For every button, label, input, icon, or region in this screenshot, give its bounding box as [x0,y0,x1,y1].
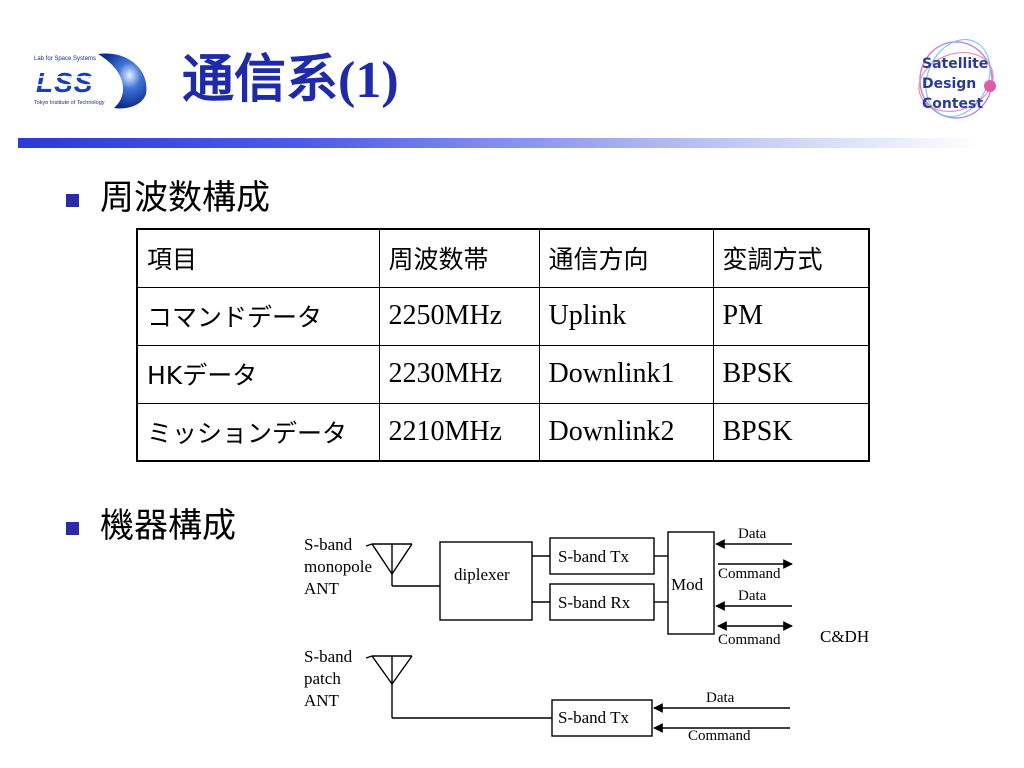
table-cell: Downlink1 [538,344,714,404]
logo-mark-text: LSS [36,67,93,98]
signal-label-command-1: Command [718,566,781,582]
table-cell: HKデータ [136,344,380,404]
bullet-square-icon [66,522,79,535]
page-title: 通信系(1) [182,48,399,113]
section-heading-frequency: 周波数構成 [100,178,270,218]
antenna-2-label-line-2: patch [304,669,341,688]
table-cell: Uplink [538,286,714,346]
table-cell: BPSK [712,344,870,404]
signal-label-command-3: Command [688,728,751,744]
s-band-rx-label: S-band Rx [558,593,631,612]
signal-label-data-1: Data [738,526,767,542]
diplexer-block [439,541,533,621]
s-band-tx-2-block [551,699,653,737]
antenna-1-label-line-2: monopole [304,557,372,576]
table-cell: PM [712,286,870,346]
table-header-row: 項目 周波数帯 通信方向 変調方式 [136,228,870,288]
logo-bottom-text: Tokyo Institute of Technology [34,100,105,106]
table-cell: 2250MHz [378,286,540,346]
table-cell: Downlink2 [538,402,714,462]
table-cell: 2230MHz [378,344,540,404]
antenna-1-label-line-1: S-band [304,535,353,554]
section-heading-equipment: 機器構成 [100,506,236,546]
table-row: HKデータ 2230MHz Downlink1 BPSK [136,344,870,404]
table-row: コマンドデータ 2250MHz Uplink PM [136,286,870,346]
table-header-cell: 項目 [136,228,380,288]
title-divider [18,138,978,148]
lss-logo: Lab for Space Systems LSS Tokyo Institut… [34,53,147,109]
page-title-main: 通信系 [182,50,339,110]
antenna-1-icon [371,543,413,586]
antenna-2-label-line-3: ANT [304,691,340,710]
antenna-2-icon [371,655,413,718]
contest-logo-line-3: Contest [922,96,983,112]
signal-label-data-3: Data [706,690,735,706]
planet-dot-icon [984,80,996,92]
mod-label: Mod [671,575,704,594]
mod-block [667,531,715,635]
signal-label-data-2: Data [738,588,767,604]
s-band-tx-1-label: S-band Tx [558,547,629,566]
table-header-cell: 変調方式 [712,228,870,288]
table-cell: コマンドデータ [136,286,380,346]
page-title-number: (1) [338,52,399,109]
table-cell: ミッションデータ [136,402,380,462]
table-header-cell: 周波数帯 [378,228,540,288]
contest-logo-line-1: Satellite [922,56,988,72]
satellite-design-contest-logo: Satellite Design Contest [918,38,996,119]
s-band-tx-2-label: S-band Tx [558,708,629,727]
frequency-table: 項目 周波数帯 通信方向 変調方式 コマンドデータ 2250MHz Uplink… [136,228,870,462]
table-cell: 2210MHz [378,402,540,462]
table-header-cell: 通信方向 [538,228,714,288]
globe-swoosh-icon [98,53,147,109]
antenna-2-label-line-1: S-band [304,647,353,666]
bullet-square-icon [66,194,79,207]
cdh-label: C&DH [820,627,869,646]
signal-label-command-2: Command [718,632,781,648]
antenna-1-label-line-3: ANT [304,579,340,598]
table-cell: BPSK [712,402,870,462]
table-row: ミッションデータ 2210MHz Downlink2 BPSK [136,402,870,462]
contest-logo-line-2: Design [922,76,976,92]
logo-top-text: Lab for Space Systems [34,56,96,62]
diplexer-label: diplexer [454,565,510,584]
block-diagram: S-band monopole ANT diplexer S-band Tx S… [304,526,869,744]
